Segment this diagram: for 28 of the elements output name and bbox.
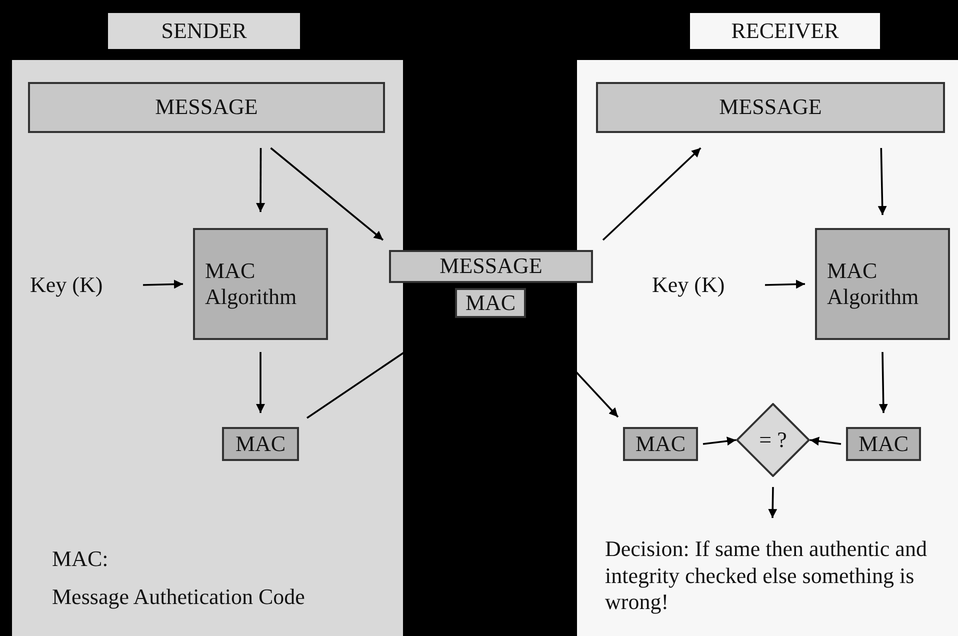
- arrow: [602, 147, 702, 241]
- process-box: MESSAGE: [28, 82, 385, 133]
- arrow: [878, 352, 888, 414]
- process-box: MAC: [623, 427, 698, 461]
- note-text: Message Authetication Code: [52, 584, 305, 610]
- process-box: MESSAGE: [596, 82, 945, 133]
- process-box: MAC: [455, 288, 526, 318]
- panel-heading: SENDER: [108, 13, 300, 49]
- arrow: [256, 148, 266, 212]
- text-label: Key (K): [652, 268, 752, 302]
- arrow: [810, 436, 842, 446]
- arrow: [256, 352, 265, 413]
- text-label: Decision: If same then authentic and integrity checked else something is wrong!: [605, 522, 940, 630]
- process-box: MAC Algorithm: [815, 228, 950, 340]
- arrow: [878, 148, 887, 216]
- panel-heading: RECEIVER: [690, 13, 880, 49]
- arrow: [142, 280, 184, 289]
- process-box: MESSAGE: [389, 250, 593, 283]
- arrow: [768, 486, 778, 518]
- process-box: MAC: [846, 427, 921, 461]
- process-box: MAC Algorithm: [193, 228, 328, 340]
- process-box: MAC: [222, 427, 299, 461]
- note-text: MAC:: [52, 546, 108, 572]
- decision-diamond: = ?: [736, 403, 810, 477]
- arrow: [702, 436, 736, 446]
- text-label: Key (K): [30, 268, 130, 302]
- arrow: [270, 147, 384, 241]
- arrow: [764, 280, 806, 289]
